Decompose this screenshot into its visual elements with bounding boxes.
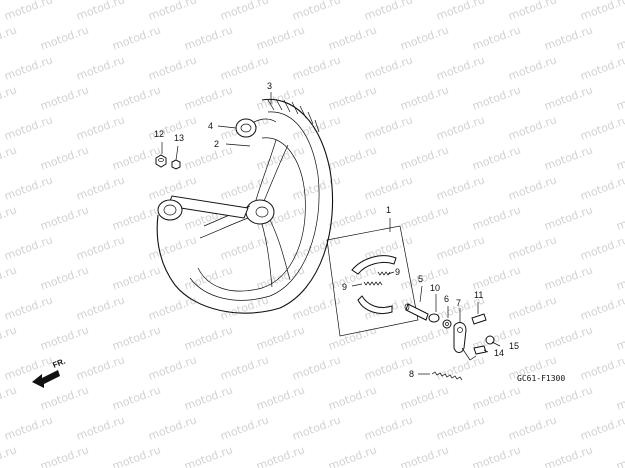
fr-label: FR. (51, 357, 66, 370)
callout-14: 14 (494, 348, 504, 358)
callout-8: 8 (409, 369, 414, 379)
axle-end (157, 199, 183, 221)
arrow-icon (32, 370, 60, 388)
callout-5: 5 (418, 274, 423, 284)
arm-nut (485, 335, 495, 345)
callout-6: 6 (444, 294, 449, 304)
callout-2: 2 (214, 139, 219, 149)
axle-top (235, 118, 257, 138)
axle-nut (155, 154, 167, 168)
tire-tread (267, 98, 320, 133)
callout-3: 3 (267, 81, 272, 91)
felt-seal (428, 313, 440, 323)
callout-11: 11 (474, 290, 483, 300)
joint-pin (473, 345, 487, 355)
callout-12: 12 (154, 129, 164, 139)
front-wheel (156, 98, 334, 314)
callout-7: 7 (456, 298, 461, 308)
brake-panel-assembly (326, 225, 419, 337)
callout-10: 10 (430, 283, 440, 293)
callout-13: 13 (174, 133, 184, 143)
return-spring (431, 371, 463, 381)
lock-nut (171, 159, 181, 170)
wheel-hub (245, 199, 275, 225)
front-direction-arrow: FR. (32, 357, 67, 388)
arm-bolt (471, 313, 487, 325)
wear-indicator (442, 319, 452, 329)
diagram-code: GC61-F1300 (517, 374, 565, 383)
brake-arm (453, 322, 477, 361)
callout-1: 1 (386, 205, 391, 215)
callouts: 3 4 2 12 13 1 9 9 5 10 6 7 11 15 14 8 (154, 81, 519, 379)
callout-15: 15 (509, 341, 519, 351)
leader-lines (161, 92, 501, 375)
callout-9-left: 9 (342, 282, 347, 292)
callout-4: 4 (208, 121, 213, 131)
callout-9-right: 9 (395, 267, 400, 277)
brake-cam (404, 303, 429, 321)
